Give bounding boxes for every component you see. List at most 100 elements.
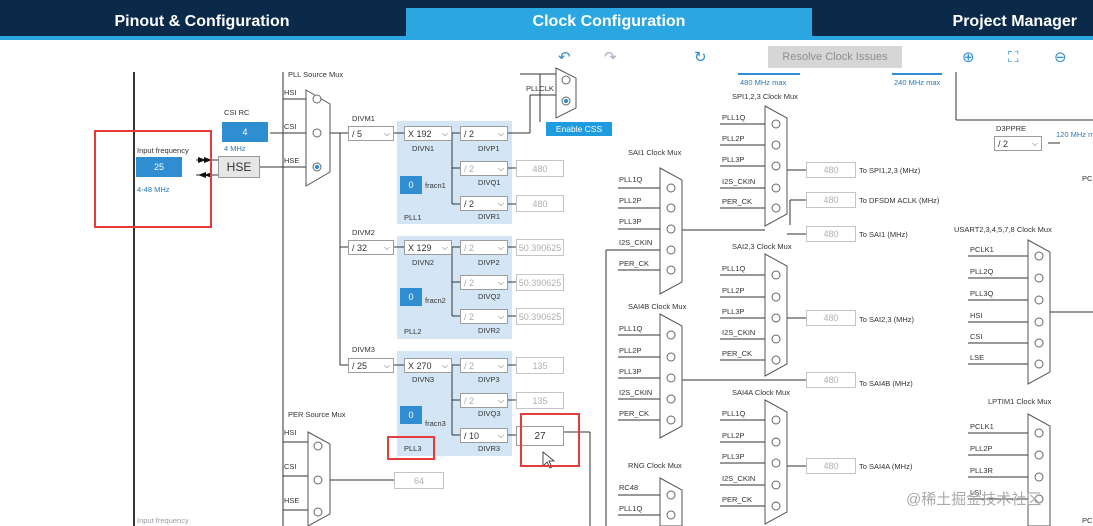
csi-rc-label: CSI RC: [224, 108, 250, 117]
divn3-select[interactable]: X 270⌵: [404, 358, 452, 373]
fracn1-label: fracn1: [425, 181, 446, 190]
divn1-label: DIVN1: [412, 144, 435, 153]
sai4a-clock-mux-label: SAI4A Clock Mux: [732, 388, 790, 397]
sai4a-pll1q-label: PLL1Q: [722, 409, 746, 418]
divp1-value: / 2: [464, 128, 475, 139]
rng-clock-mux-label: RNG Clock Mux: [628, 461, 682, 470]
divm3-select[interactable]: / 25⌵: [348, 358, 394, 373]
fracn2-field[interactable]: 0: [400, 288, 422, 306]
chevron-down-icon: ⌵: [441, 360, 448, 370]
chevron-down-icon: ⌵: [497, 277, 504, 287]
tab-project-manager[interactable]: Project Manager: [952, 13, 1077, 30]
divq1-select[interactable]: / 2 ⌵: [460, 161, 508, 176]
divp1-select[interactable]: / 2⌵: [460, 126, 508, 141]
divq3-output: 135: [516, 392, 564, 409]
chevron-down-icon: ⌵: [383, 128, 390, 138]
mhz-120-label: 120 MHz m: [1056, 130, 1093, 139]
lptim-clock-mux-label: LPTIM1 Clock Mux: [988, 397, 1052, 406]
divr1-select[interactable]: / 2⌵: [460, 196, 508, 211]
divn2-value: X 129: [408, 242, 432, 253]
divq1-label: DIVQ1: [478, 178, 501, 187]
right-edge-pc-label: PC: [1082, 174, 1093, 183]
divr3-select[interactable]: / 10⌵: [460, 428, 508, 443]
spi-pll1q-label: PLL1Q: [722, 113, 746, 122]
sai23-pll2p-label: PLL2P: [722, 286, 745, 295]
divr2-select[interactable]: / 2⌵: [460, 309, 508, 324]
divq2-value: / 2: [464, 277, 475, 288]
spi-clock-mux-label: SPI1,2,3 Clock Mux: [732, 92, 798, 101]
spi-output: 480: [806, 162, 856, 178]
usart-pclk1-label: PCLK1: [970, 245, 994, 254]
spi-i2s-ckin-label: I2S_CKIN: [722, 177, 756, 186]
divp2-label: DIVP2: [478, 258, 500, 267]
fracn3-field[interactable]: 0: [400, 406, 422, 424]
fracn2-label: fracn2: [425, 296, 446, 305]
sai1-per-ck-label: PER_CK: [619, 259, 650, 268]
divq3-label: DIVQ3: [478, 409, 501, 418]
pll3-label: PLL3: [404, 444, 422, 453]
divp1-label: DIVP1: [478, 144, 500, 153]
tab-clock-configuration[interactable]: Clock Configuration: [406, 8, 812, 36]
sai1-output: 480: [806, 226, 856, 242]
chevron-down-icon: ⌵: [1031, 138, 1038, 148]
redo-icon[interactable]: ↷: [604, 48, 617, 66]
enable-css-button[interactable]: Enable CSS: [546, 122, 612, 136]
to-dfsdm-label: To DFSDM ACLK (MHz): [859, 196, 940, 205]
csi-mhz-label: 4 MHz: [224, 144, 246, 153]
fracn1-field[interactable]: 0: [400, 176, 422, 194]
divq2-select[interactable]: / 2 ⌵: [460, 275, 508, 290]
sai23-per-ck-label: PER_CK: [722, 349, 753, 358]
chevron-down-icon: ⌵: [497, 163, 504, 173]
d3ppre-select[interactable]: / 2 ⌵: [994, 136, 1042, 151]
pll-source-mux-label: PLL Source Mux: [288, 70, 344, 79]
max-480-label: 480 MHz max: [740, 78, 787, 87]
chevron-down-icon: ⌵: [497, 198, 504, 208]
divm1-value: / 5: [352, 128, 363, 139]
spi-pll3p-label: PLL3P: [722, 155, 745, 164]
divn1-select[interactable]: X 192⌵: [404, 126, 452, 141]
divq1-value: / 2: [464, 163, 475, 174]
per-csi-label: CSI: [284, 462, 297, 471]
divm1-select[interactable]: / 5 ⌵: [348, 126, 394, 141]
divr3-output: 27: [516, 426, 564, 446]
input-frequency-label: Input frequency: [137, 146, 189, 155]
sai23-i2s-ckin-label: I2S_CKIN: [722, 328, 756, 337]
sai4a-i2s-ckin-label: I2S_CKIN: [722, 474, 756, 483]
per-source-mux-label: PER Source Mux: [288, 410, 346, 419]
zoom-out-icon[interactable]: ⊖: [1054, 48, 1067, 66]
resolve-clock-issues-button[interactable]: Resolve Clock Issues: [768, 46, 902, 68]
fit-screen-icon[interactable]: ⛶: [1008, 48, 1019, 66]
divp2-select[interactable]: / 2⌵: [460, 240, 508, 255]
sai23-pll1q-label: PLL1Q: [722, 264, 746, 273]
fracn3-label: fracn3: [425, 419, 446, 428]
usart-csi-label: CSI: [970, 332, 983, 341]
to-sai1-label: To SAI1 (MHz): [859, 230, 908, 239]
divn2-label: DIVN2: [412, 258, 435, 267]
tab-underline: [0, 36, 1093, 40]
sai4b-pll3p-label: PLL3P: [619, 367, 642, 376]
divp3-select[interactable]: / 2⌵: [460, 358, 508, 373]
to-sai23-label: To SAI2,3 (MHz): [859, 315, 915, 324]
hsi-label: HSI: [284, 88, 297, 97]
zoom-in-icon[interactable]: ⊕: [962, 48, 975, 66]
input-frequency-field[interactable]: 25: [136, 157, 182, 177]
divq2-output: 50.390625: [516, 274, 564, 291]
divr1-label: DIVR1: [478, 212, 501, 221]
undo-icon[interactable]: ↶: [558, 48, 571, 66]
divm2-label: DIVM2: [352, 228, 375, 237]
spi-pll2p-label: PLL2P: [722, 134, 745, 143]
refresh-icon[interactable]: ↻: [694, 48, 707, 66]
lptim-pclk1-label: PCLK1: [970, 422, 994, 431]
divq3-select[interactable]: / 2⌵: [460, 393, 508, 408]
d3ppre-label: D3PPRE: [996, 124, 1027, 133]
divn2-select[interactable]: X 129⌵: [404, 240, 452, 255]
sai23-clock-mux-label: SAI2,3 Clock Mux: [732, 242, 792, 251]
hse-block: HSE: [218, 156, 260, 178]
tab-pinout-configuration[interactable]: Pinout & Configuration: [114, 13, 290, 30]
divm2-select[interactable]: / 32⌵: [348, 240, 394, 255]
d3ppre-value: / 2: [998, 138, 1009, 149]
divm3-label: DIVM3: [352, 345, 375, 354]
csi-label: CSI: [284, 122, 297, 131]
hse-label: HSE: [284, 156, 300, 165]
